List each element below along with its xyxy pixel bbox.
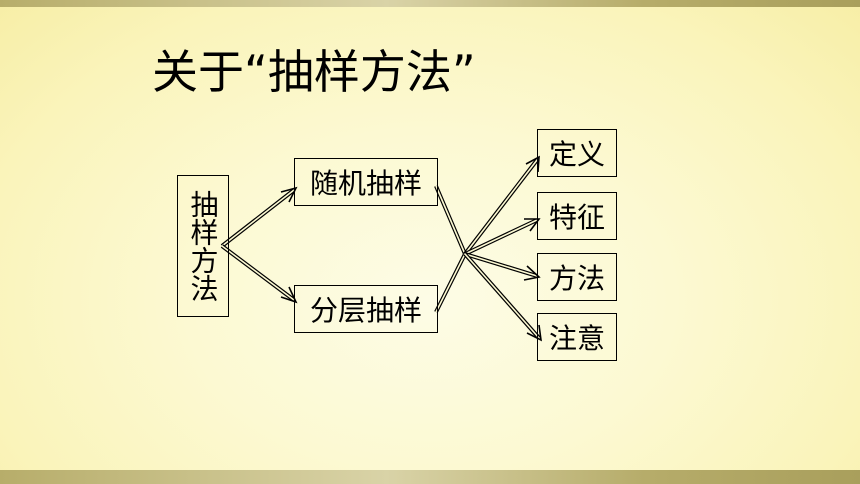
method-node-1: 随机抽样: [294, 158, 438, 206]
aspect-node-label: 特征: [548, 201, 605, 234]
arrow-hub-to-aspect-2: [464, 218, 541, 256]
aspect-node-label: 方法: [548, 262, 605, 295]
aspect-node-4: 注意: [537, 313, 617, 361]
arrow-root-to-method-1: [220, 186, 298, 248]
aspect-node-3: 方法: [537, 253, 617, 301]
arrow-hub-to-aspect-4: [463, 252, 542, 342]
method-node-2: 分层抽样: [294, 285, 438, 333]
aspect-node-1: 定义: [537, 129, 617, 177]
arrow-method-1-to-hub: [434, 185, 467, 255]
aspect-node-2: 特征: [537, 192, 617, 240]
method-node-label: 随机抽样: [309, 167, 422, 200]
aspect-node-label: 注意: [548, 322, 605, 355]
arrow-root-to-method-2: [220, 244, 298, 304]
aspect-node-label: 定义: [548, 138, 605, 171]
root-node-label: 抽样方法: [186, 190, 220, 302]
top-accent-bar: [0, 0, 860, 7]
method-node-label: 分层抽样: [309, 294, 422, 327]
arrow-hub-to-aspect-1: [463, 155, 540, 256]
arrow-hub-to-aspect-3: [464, 252, 541, 281]
arrow-method-2-to-hub: [434, 253, 467, 313]
bottom-accent-bar: [0, 470, 860, 484]
slide-title: 关于“抽样方法”: [152, 45, 476, 99]
root-node: 抽样方法: [177, 175, 229, 317]
